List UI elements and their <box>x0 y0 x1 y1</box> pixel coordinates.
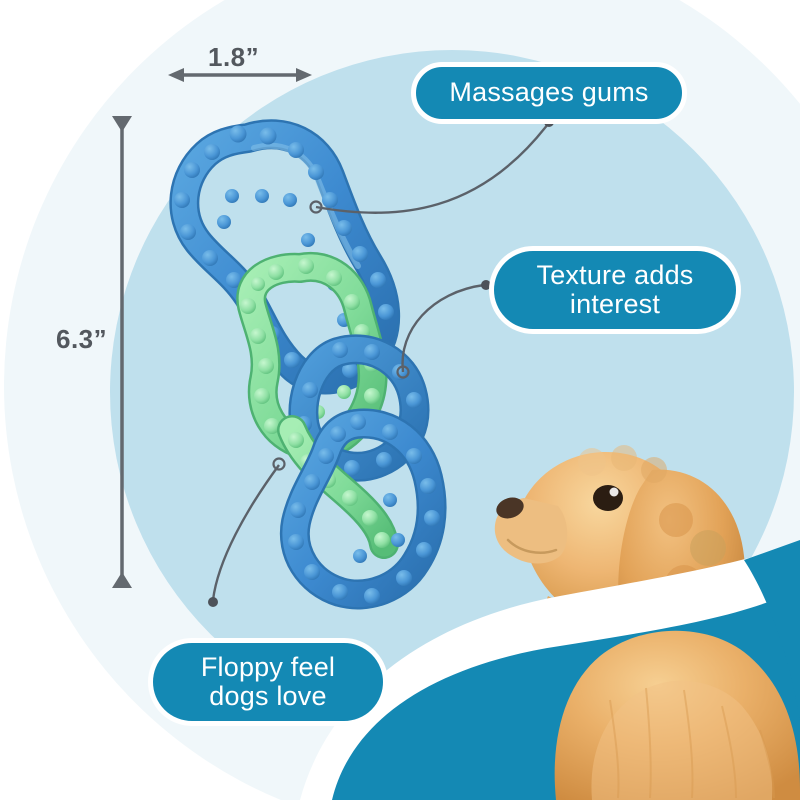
callout-massages-gums[interactable]: Massages gums <box>411 62 687 124</box>
teal-wave-right <box>744 540 800 720</box>
callout-massages-gums-line1: Massages gums <box>449 77 649 108</box>
height-dimension-label: 6.3” <box>56 324 108 354</box>
leader-line-texture <box>396 280 491 379</box>
leader-line-massages-gums <box>309 117 554 214</box>
leader-line-floppy <box>208 457 286 607</box>
dog-mouth <box>506 538 558 554</box>
toy-nubs-blue-lower <box>288 414 440 604</box>
dog-head-curls <box>578 445 667 483</box>
callout-texture-line2: interest <box>569 289 661 319</box>
dog-nose <box>496 497 524 519</box>
dog-fur-strands <box>609 687 775 799</box>
height-arrow <box>112 116 132 588</box>
callout-floppy-line1: Floppy feel <box>200 651 336 682</box>
callout-floppy-feel-dogs-love[interactable]: Floppy feel dogs love <box>148 638 388 726</box>
callout-texture-adds-interest[interactable]: Texture adds interest <box>489 246 741 334</box>
width-arrow <box>168 68 312 82</box>
width-dimension-label: 1.8” <box>208 42 260 72</box>
callout-floppy-line2: dogs love <box>209 681 327 711</box>
callout-texture-line1: Texture adds <box>536 259 694 290</box>
